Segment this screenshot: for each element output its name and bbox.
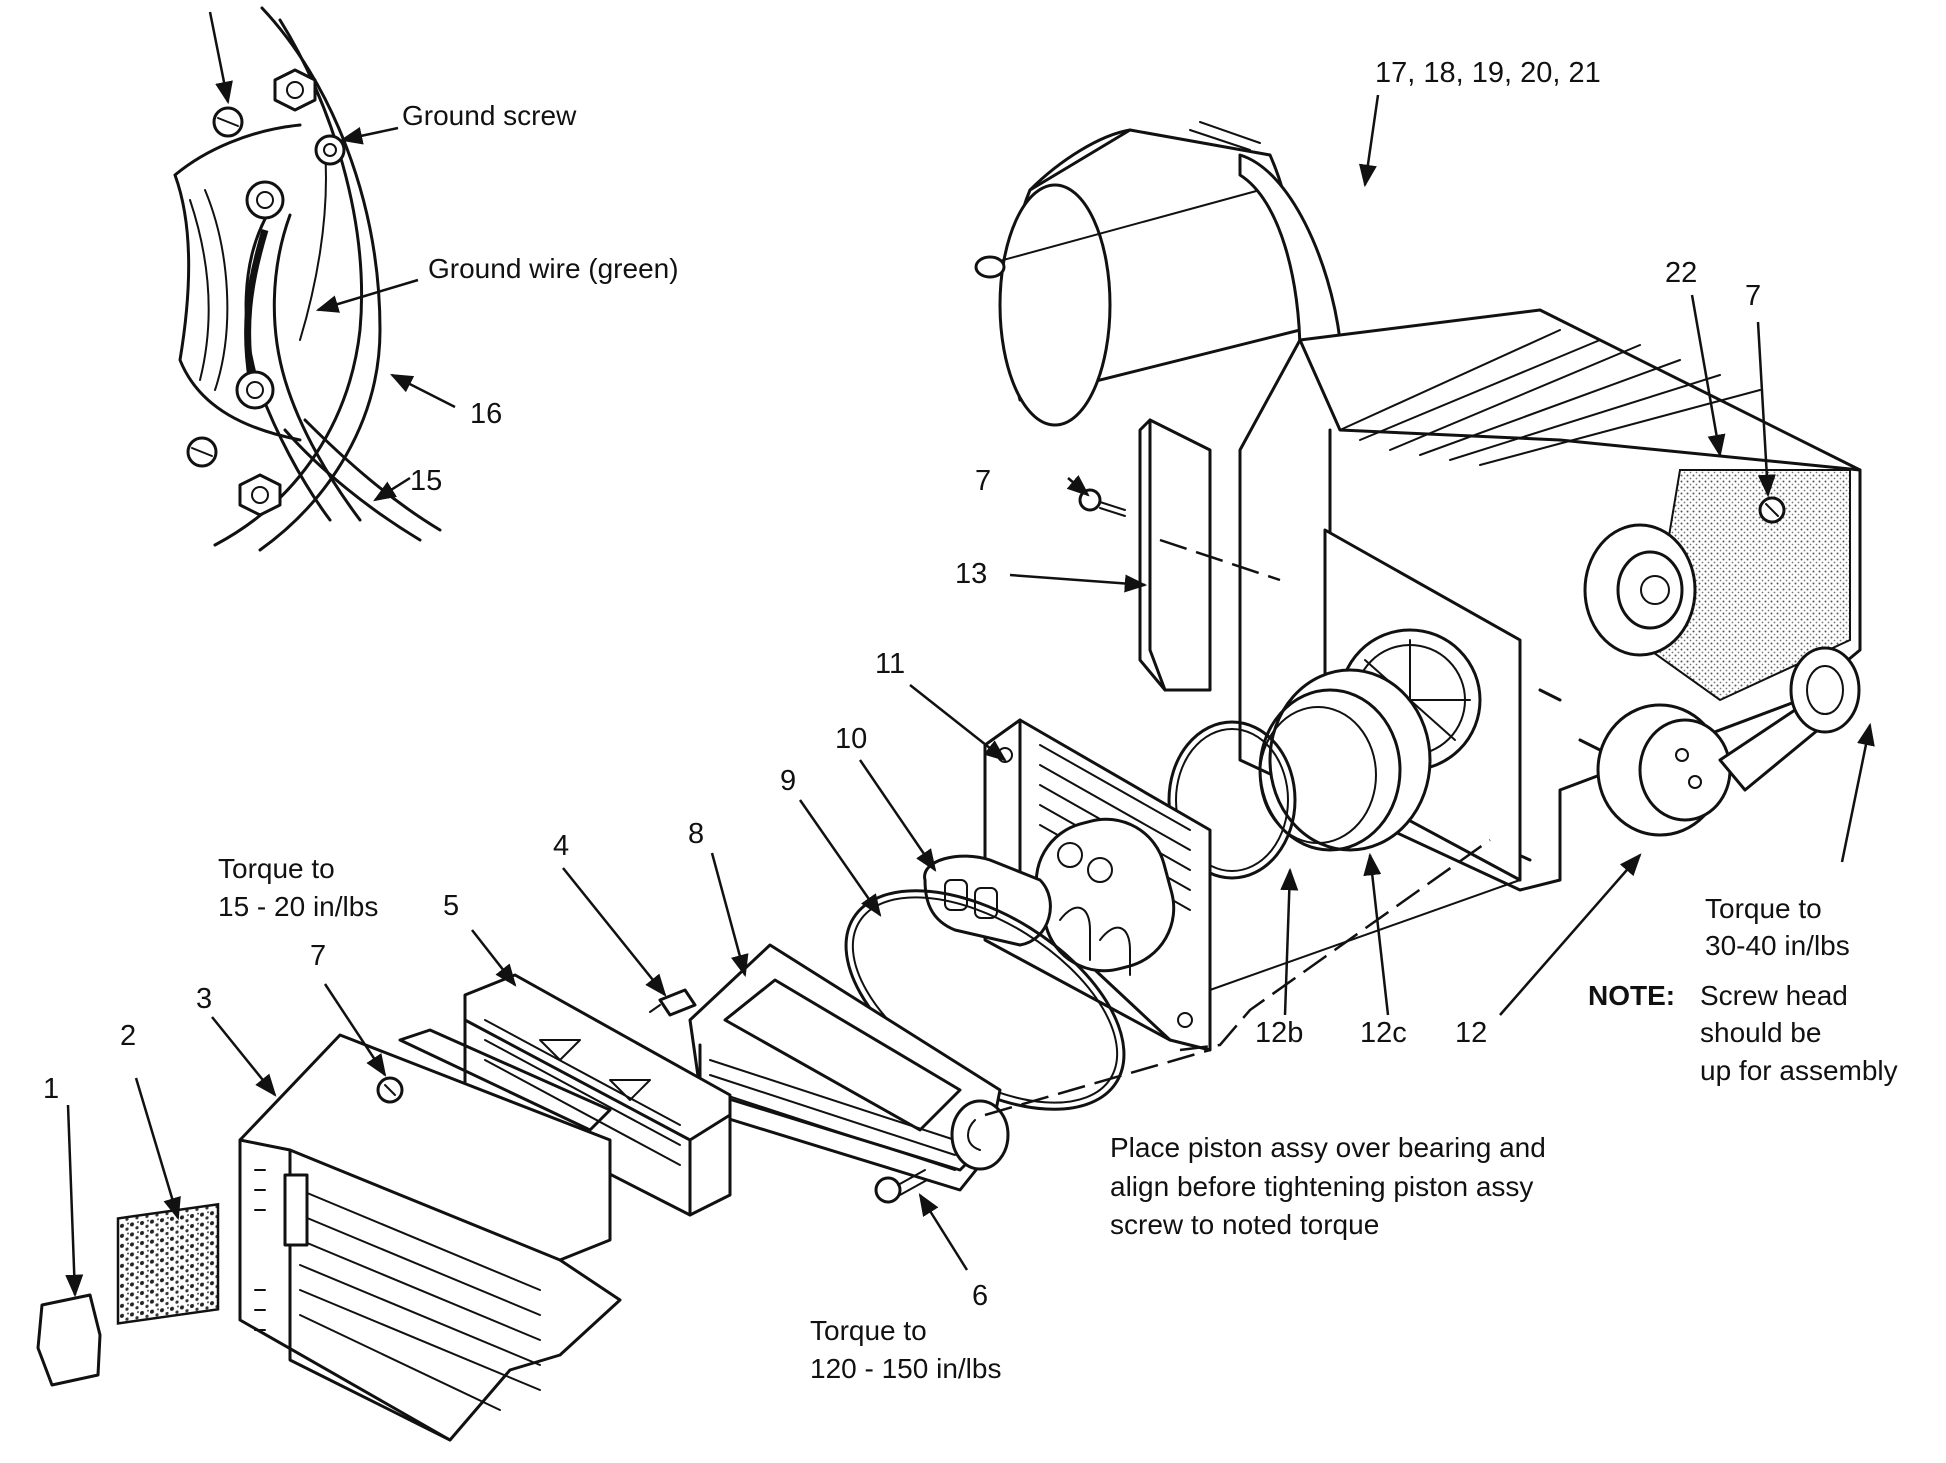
- text-labels: Ground screw Ground wire (green) 16 15 1…: [43, 57, 1898, 1384]
- part-number-12: 12: [1455, 1017, 1487, 1049]
- part-number-10: 10: [835, 723, 867, 755]
- part-number-11: 11: [875, 648, 905, 680]
- motor-assembly: [974, 121, 1862, 892]
- note-line-1: Screw head: [1700, 980, 1848, 1011]
- torque-piston-heading: Torque to: [1705, 893, 1822, 924]
- part-number-9: 9: [780, 765, 796, 797]
- part-number-7-crankcase: 7: [1745, 280, 1761, 312]
- torque-head-value: 120 - 150 in/lbs: [810, 1353, 1001, 1384]
- part-number-17-21: 17, 18, 19, 20, 21: [1375, 57, 1601, 89]
- part-number-15: 15: [410, 465, 442, 497]
- ground-screw-label: Ground screw: [402, 100, 577, 131]
- instruction-line-2: align before tightening piston assy: [1110, 1171, 1533, 1202]
- belt-shroud: [238, 1028, 622, 1442]
- note-label: NOTE:: [1588, 980, 1675, 1011]
- screw-icon: [376, 1076, 404, 1104]
- part-number-4: 4: [553, 830, 569, 862]
- part-number-22: 22: [1665, 257, 1697, 289]
- part-number-8: 8: [688, 818, 704, 850]
- torque-piston-value: 30-40 in/lbs: [1705, 930, 1850, 961]
- torque-small-value: 15 - 20 in/lbs: [218, 891, 378, 922]
- nut-icon: [273, 68, 317, 112]
- instruction-line-1: Place piston assy over bearing and: [1110, 1132, 1546, 1163]
- part-number-7-shroud: 7: [310, 940, 326, 972]
- ground-wire-label: Ground wire (green): [428, 253, 679, 284]
- part-number-12b: 12b: [1255, 1017, 1303, 1049]
- nut-icon: [238, 473, 282, 517]
- air-filter: [116, 1202, 220, 1325]
- torque-head-heading: Torque to: [810, 1315, 927, 1346]
- part-number-6: 6: [972, 1280, 988, 1312]
- part-number-7-bracket: 7: [975, 465, 991, 497]
- part-number-2: 2: [120, 1020, 136, 1052]
- o-ring: [1167, 720, 1297, 880]
- screw-icon: [874, 1169, 928, 1204]
- part-number-3: 3: [196, 983, 212, 1015]
- instruction-line-3: screw to noted torque: [1110, 1209, 1379, 1240]
- note-line-2: should be: [1700, 1017, 1821, 1048]
- wiring-detail: [173, 6, 456, 552]
- head-assembly: [36, 94, 1875, 1442]
- part-number-16: 16: [470, 398, 502, 430]
- screw-icon: [649, 988, 697, 1017]
- note-line-3: up for assembly: [1700, 1055, 1898, 1086]
- part-number-1: 1: [43, 1073, 59, 1105]
- part-number-5: 5: [443, 890, 459, 922]
- part-number-13: 13: [955, 558, 987, 590]
- filter-cap: [36, 1293, 102, 1387]
- piston-assembly: [1596, 646, 1861, 837]
- cylinder-head: [688, 943, 1010, 1192]
- screw-icon: [1078, 488, 1126, 517]
- part-number-12c: 12c: [1360, 1017, 1407, 1049]
- cylinder-sleeve: [1258, 668, 1432, 852]
- torque-small-heading: Torque to: [218, 853, 335, 884]
